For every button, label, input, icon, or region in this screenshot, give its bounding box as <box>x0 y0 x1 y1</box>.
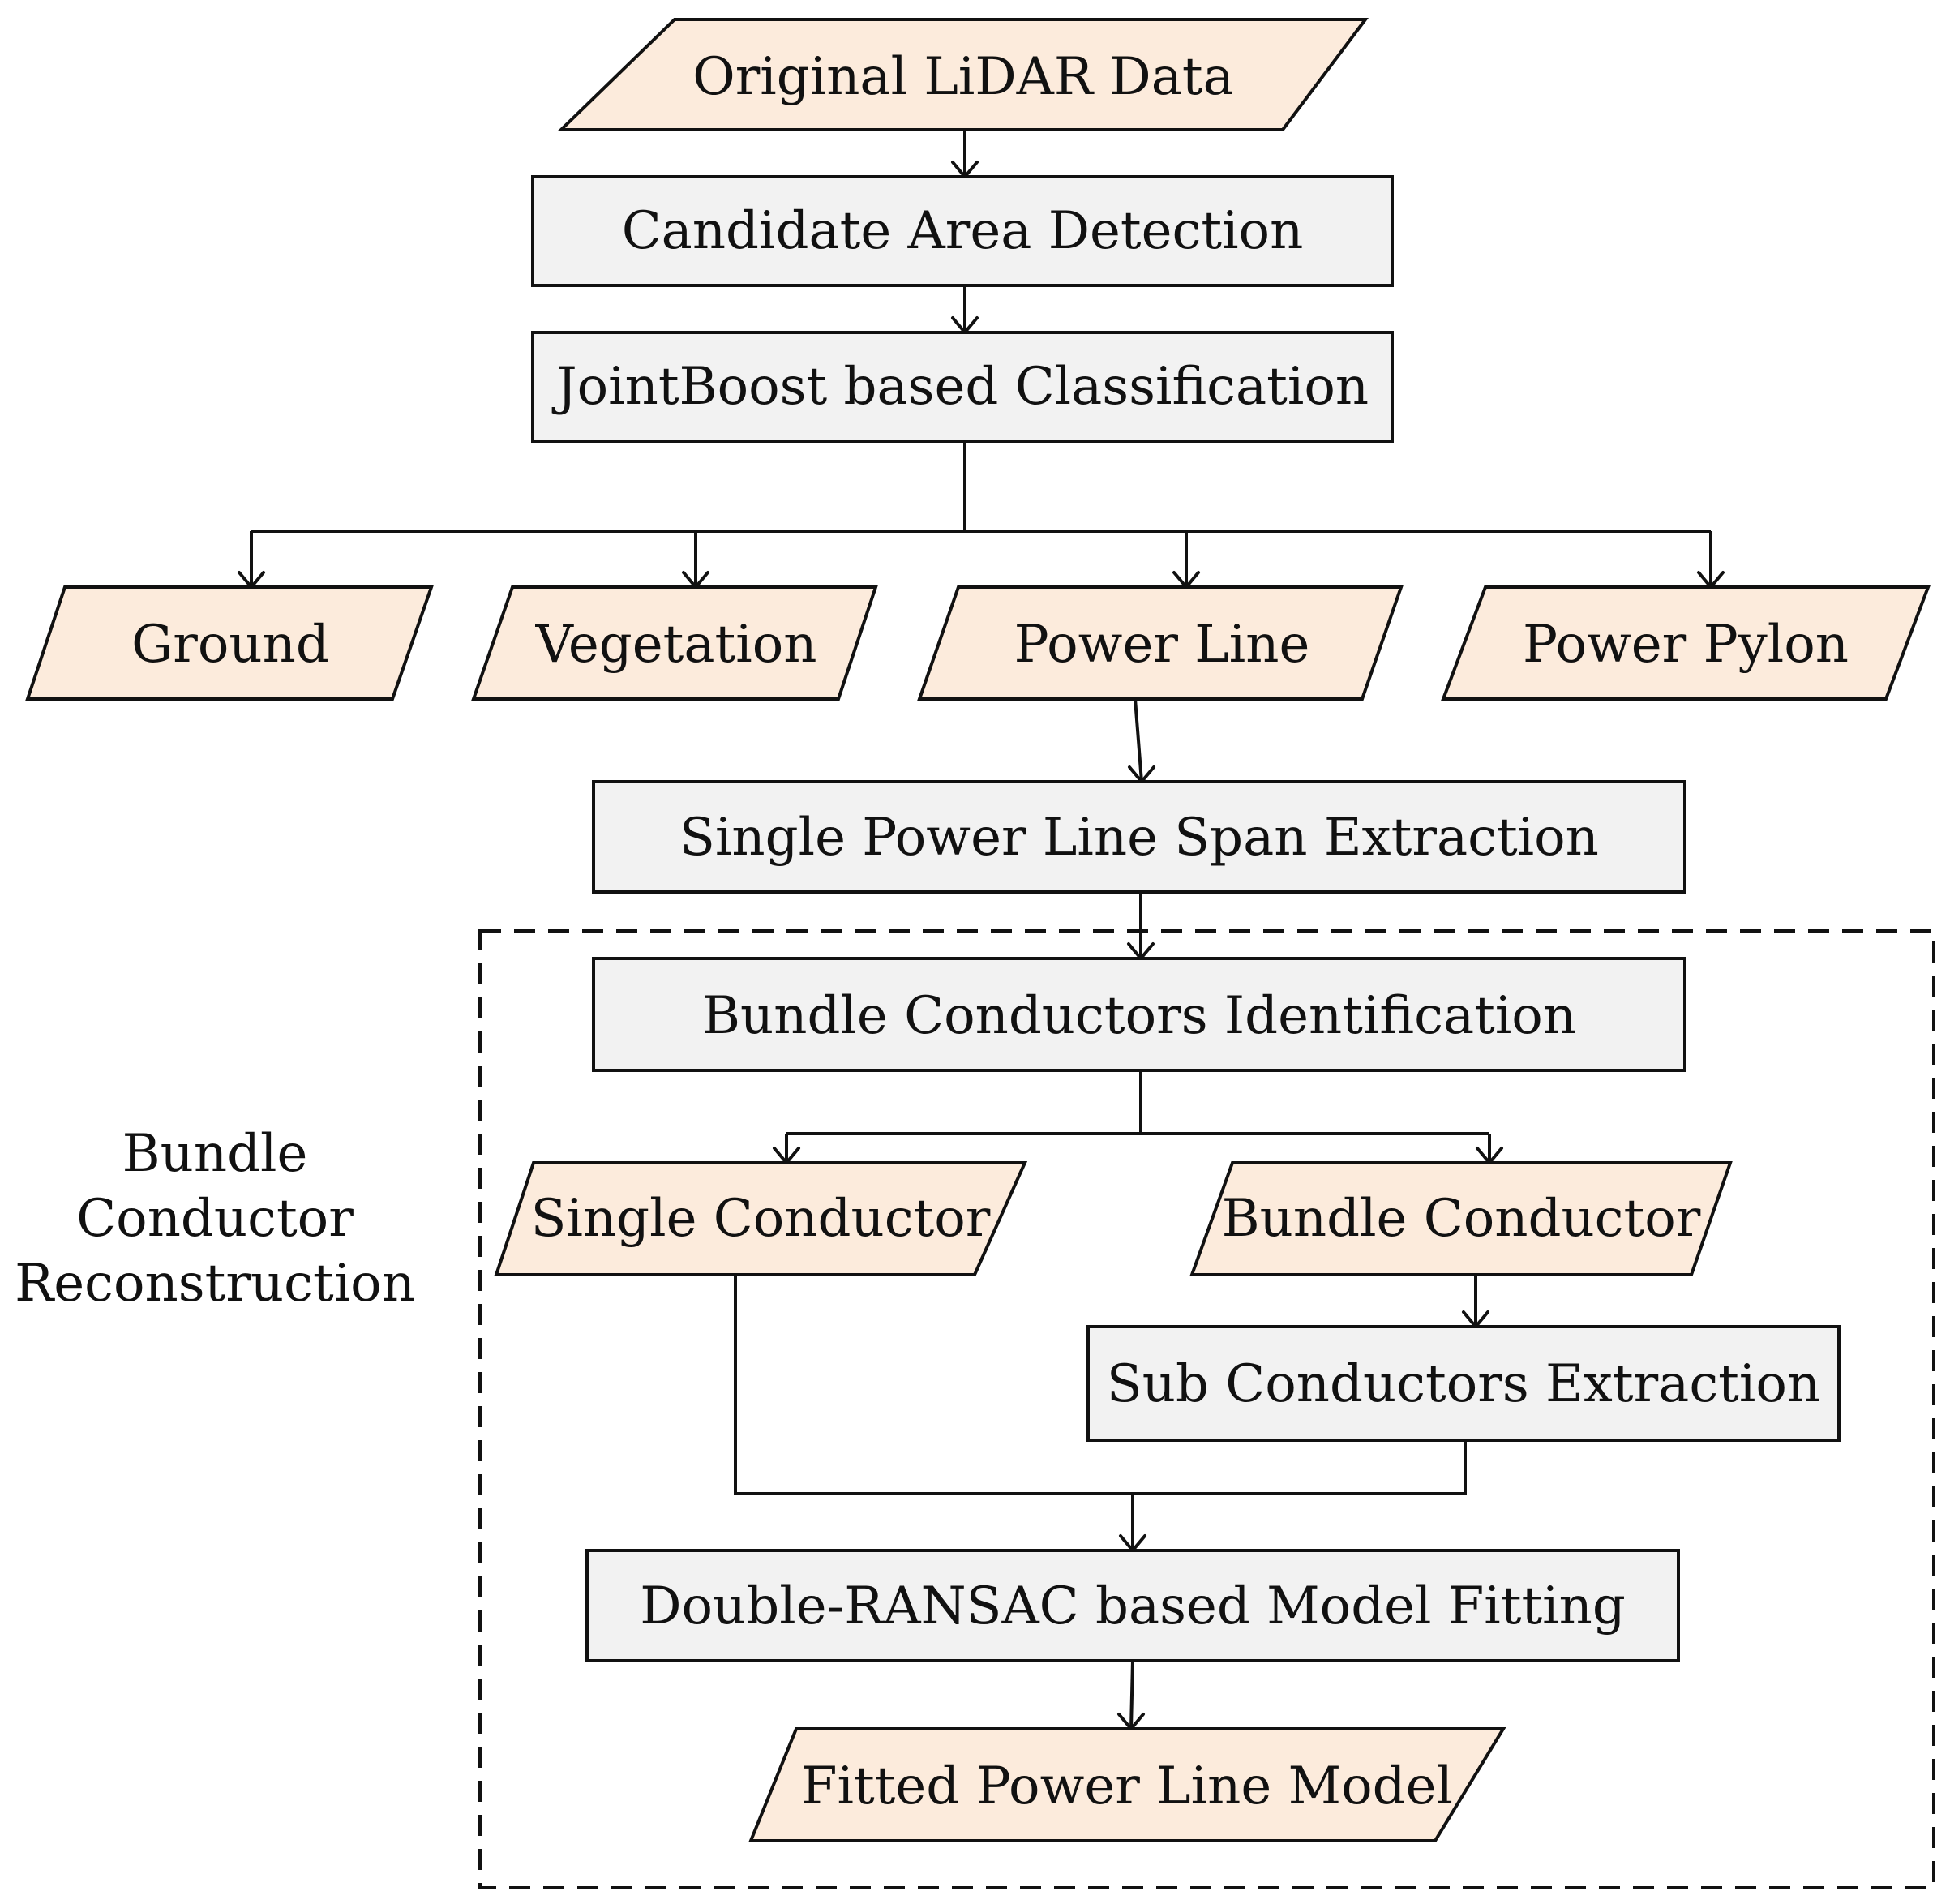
node-vegetation-label: Vegetation <box>535 615 817 675</box>
node-power-line: Power Line <box>917 585 1404 701</box>
node-bundle-conductor-label: Bundle Conductor <box>1222 1189 1701 1249</box>
node-sub-conductors-extraction-label: Sub Conductors Extraction <box>1107 1354 1820 1414</box>
node-single-span-extraction-label: Single Power Line Span Extraction <box>679 808 1599 868</box>
node-original-lidar-data-label: Original LiDAR Data <box>692 47 1234 107</box>
node-ground: Ground <box>25 585 434 701</box>
node-fitted-model: Fitted Power Line Model <box>748 1727 1506 1842</box>
connector-merge-to-fitting <box>734 1275 1467 1550</box>
node-power-pylon-label: Power Pylon <box>1523 615 1849 675</box>
node-power-line-label: Power Line <box>1014 615 1310 675</box>
connectors <box>250 130 1712 1730</box>
node-jointboost-classification: JointBoost based Classification <box>531 331 1394 443</box>
group-label-line-3: Reconstruction <box>15 1254 415 1314</box>
connector-jointboost-to-classes <box>250 441 1712 587</box>
node-sub-conductors-extraction: Sub Conductors Extraction <box>1086 1325 1841 1442</box>
node-ground-label: Ground <box>131 615 329 675</box>
node-original-lidar-data: Original LiDAR Data <box>557 18 1369 131</box>
node-fitted-model-label: Fitted Power Line Model <box>801 1756 1453 1816</box>
node-candidate-area-detection: Candidate Area Detection <box>531 175 1394 287</box>
group-label-line-1: Bundle <box>122 1124 308 1184</box>
connector-fitting-to-fitted <box>1129 1660 1134 1730</box>
node-jointboost-classification-label: JointBoost based Classification <box>551 357 1369 417</box>
node-single-span-extraction: Single Power Line Span Extraction <box>592 780 1686 894</box>
bundle-reconstruction-group-border <box>478 929 1935 1889</box>
connector-bundle-id-to-split <box>785 1070 1491 1163</box>
node-bundle-identification-label: Bundle Conductors Identification <box>702 986 1576 1046</box>
node-power-pylon: Power Pylon <box>1441 585 1931 701</box>
node-single-conductor-label: Single Conductor <box>531 1189 991 1249</box>
node-single-conductor: Single Conductor <box>494 1161 1028 1276</box>
connector-powerline-to-span <box>1134 698 1143 783</box>
node-vegetation: Vegetation <box>471 585 878 701</box>
node-candidate-area-detection-label: Candidate Area Detection <box>622 201 1304 261</box>
group-label-line-2: Conductor <box>76 1189 354 1249</box>
node-double-ransac-fitting-label: Double-RANSAC based Model Fitting <box>640 1576 1626 1636</box>
node-bundle-conductor: Bundle Conductor <box>1189 1161 1733 1276</box>
node-double-ransac-fitting: Double-RANSAC based Model Fitting <box>585 1549 1680 1662</box>
node-bundle-identification: Bundle Conductors Identification <box>592 957 1686 1072</box>
